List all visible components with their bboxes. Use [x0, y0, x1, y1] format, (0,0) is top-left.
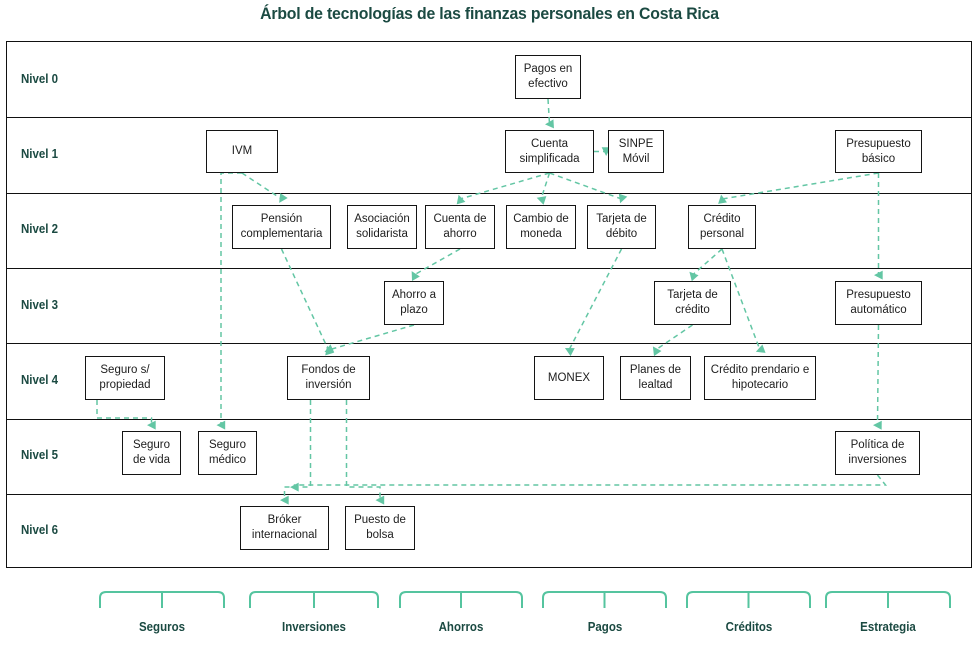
bracket-2	[400, 592, 522, 608]
level-label-0: Nivel 0	[21, 72, 58, 86]
bracket-1	[250, 592, 378, 608]
node-fondos-inversion[interactable]: Fondos de inversión	[287, 356, 370, 400]
node-asociacion-sol[interactable]: Asociación solidarista	[347, 205, 417, 249]
level-label-5: Nivel 5	[21, 448, 58, 462]
node-puesto-bolsa[interactable]: Puesto de bolsa	[345, 506, 415, 550]
node-tarjeta-credito[interactable]: Tarjeta de crédito	[654, 281, 731, 325]
category-label-ahorros: Ahorros	[387, 620, 534, 634]
level-divider	[7, 419, 971, 420]
node-cambio-moneda[interactable]: Cambio de moneda	[506, 205, 576, 249]
node-ahorro-plazo[interactable]: Ahorro a plazo	[384, 281, 444, 325]
node-pension-compl[interactable]: Pensión complementaria	[232, 205, 331, 249]
node-seguro-medico[interactable]: Seguro médico	[198, 431, 257, 475]
node-presupuesto-auto[interactable]: Presupuesto automático	[835, 281, 922, 325]
bracket-5	[826, 592, 950, 608]
level-grid: Nivel 0 Nivel 1 Nivel 2 Nivel 3 Nivel 4 Nivel…	[6, 41, 972, 568]
level-label-4: Nivel 4	[21, 373, 58, 387]
category-label-créditos: Créditos	[675, 620, 822, 634]
level-divider	[7, 268, 971, 269]
node-planes-lealtad[interactable]: Planes de lealtad	[620, 356, 691, 400]
level-divider	[7, 193, 971, 194]
level-label-6: Nivel 6	[21, 523, 58, 537]
category-label-seguros: Seguros	[88, 620, 235, 634]
node-broker-internacional[interactable]: Bróker internacional	[240, 506, 329, 550]
category-label-inversiones: Inversiones	[240, 620, 387, 634]
level-divider	[7, 343, 971, 344]
page-title: Árbol de tecnologías de las finanzas per…	[34, 4, 944, 24]
level-divider	[7, 117, 971, 118]
level-label-2: Nivel 2	[21, 222, 58, 236]
node-sinpe-movil[interactable]: SINPE Móvil	[608, 130, 664, 173]
category-label-estrategia: Estrategia	[814, 620, 961, 634]
node-credito-personal[interactable]: Crédito personal	[688, 205, 756, 249]
category-label-pagos: Pagos	[531, 620, 678, 634]
node-credito-prendario[interactable]: Crédito prendario e hipotecario	[704, 356, 816, 400]
bracket-0	[100, 592, 224, 608]
node-cuenta-simplificada[interactable]: Cuenta simplificada	[505, 130, 594, 173]
node-pagos-efectivo[interactable]: Pagos en efectivo	[515, 55, 581, 99]
level-divider	[7, 494, 971, 495]
level-label-3: Nivel 3	[21, 298, 58, 312]
level-label-1: Nivel 1	[21, 147, 58, 161]
node-cuenta-ahorro[interactable]: Cuenta de ahorro	[425, 205, 495, 249]
node-monex[interactable]: MONEX	[534, 356, 604, 400]
node-presupuesto-basico[interactable]: Presupuesto básico	[835, 130, 922, 173]
bracket-3	[543, 592, 666, 608]
node-seguro-propiedad[interactable]: Seguro s/ propiedad	[85, 356, 165, 400]
bracket-4	[687, 592, 810, 608]
node-tarjeta-debito[interactable]: Tarjeta de débito	[587, 205, 656, 249]
node-ivm[interactable]: IVM	[206, 130, 278, 173]
node-politica-inversiones[interactable]: Política de inversiones	[835, 431, 920, 475]
node-seguro-vida[interactable]: Seguro de vida	[122, 431, 181, 475]
